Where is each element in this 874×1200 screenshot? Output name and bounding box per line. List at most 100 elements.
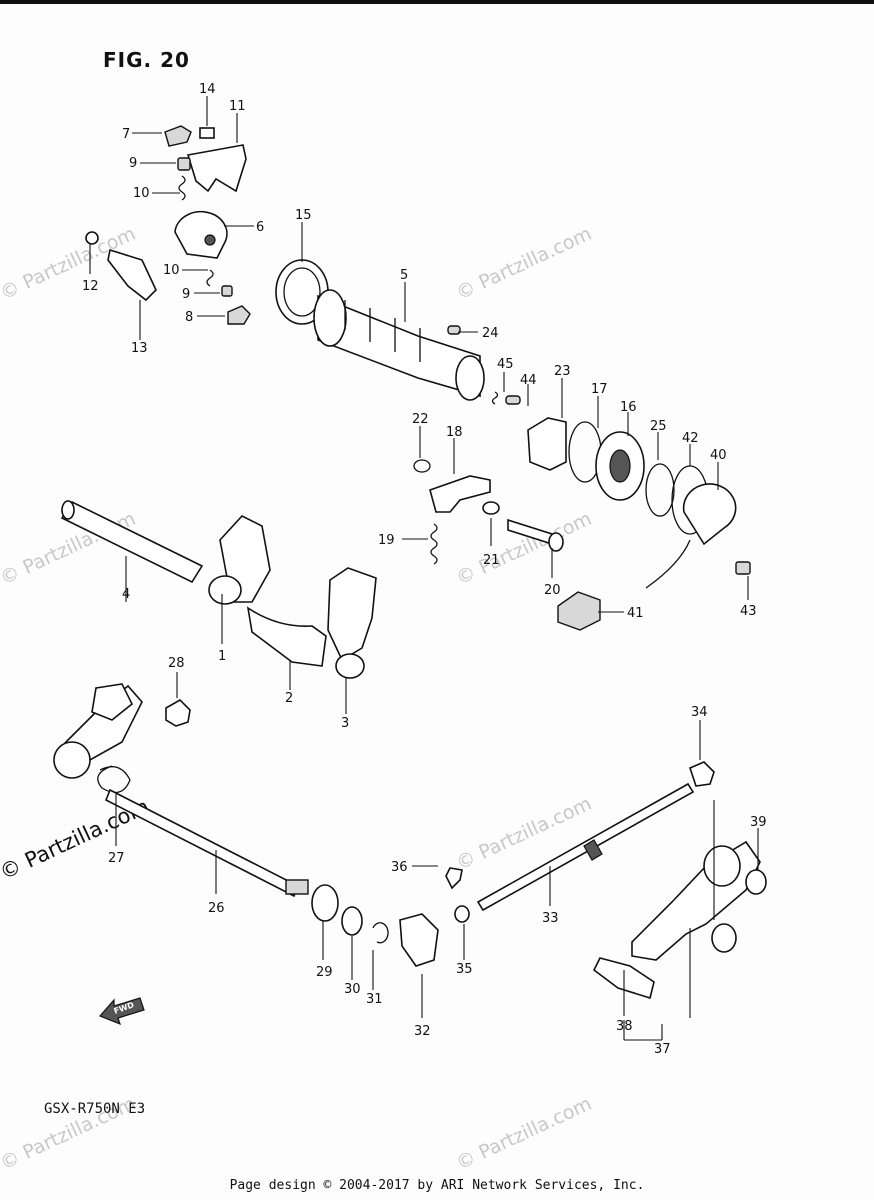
callout-24: 24 — [482, 326, 499, 341]
watermark: © Partzilla.com — [453, 223, 595, 305]
callout-5: 5 — [400, 268, 408, 283]
callout-14: 14 — [199, 82, 216, 97]
part-37-boss — [703, 845, 741, 887]
callout-3: 3 — [341, 716, 349, 731]
callout-17: 17 — [591, 382, 608, 397]
callout-41: 41 — [627, 606, 644, 621]
callout-33: 33 — [542, 911, 559, 926]
part-29-oil-seal — [311, 884, 339, 922]
callout-27: 27 — [108, 851, 125, 866]
callout-42: 42 — [682, 431, 699, 446]
part-13-plate — [107, 248, 157, 302]
part-28-stud — [165, 699, 191, 727]
callout-30: 30 — [344, 982, 361, 997]
watermark: © Partzilla.com — [453, 793, 595, 875]
part-37-mount — [711, 923, 737, 953]
part-2-fork — [246, 606, 327, 667]
part-33-break — [583, 839, 603, 861]
part-41-grommet — [557, 591, 601, 631]
part-16-bore — [609, 449, 631, 483]
part-1-boss — [208, 575, 242, 605]
callout-6: 6 — [256, 220, 264, 235]
part-21-washer — [482, 501, 500, 515]
part-24-pin — [447, 325, 461, 335]
leader-lines — [89, 96, 759, 1041]
bearing-stack — [491, 391, 751, 631]
callout-7: 7 — [122, 127, 130, 142]
part-39-washer — [745, 869, 767, 895]
part-15-inner — [283, 267, 321, 317]
part-9b-pin — [221, 285, 233, 297]
part-26-hub — [53, 741, 91, 779]
figure-title: FIG. 20 — [103, 48, 190, 72]
part-43-bolt — [735, 561, 751, 575]
callout-23: 23 — [554, 364, 571, 379]
callout-9: 9 — [182, 287, 190, 302]
callout-28: 28 — [168, 656, 185, 671]
callout-13: 13 — [131, 341, 148, 356]
callout-44: 44 — [520, 373, 537, 388]
stopper-group — [85, 125, 251, 325]
part-27-return-spring — [97, 765, 131, 794]
footer-copyright: Page design © 2004-2017 by ARI Network S… — [229, 1178, 645, 1193]
cam-stopper-cluster — [413, 459, 564, 565]
callout-37: 37 — [654, 1042, 671, 1057]
callout-4: 4 — [122, 587, 130, 602]
part-5-cam-end — [313, 289, 347, 347]
part-19-spring — [430, 523, 438, 565]
callout-10: 10 — [163, 263, 180, 278]
callout-labels: 7 14 11 9 10 6 12 10 9 8 13 15 5 24 45 4… — [82, 82, 767, 1057]
callout-2: 2 — [285, 691, 293, 706]
part-10-spring — [178, 175, 186, 201]
part-26-pawl — [91, 683, 134, 721]
callout-19: 19 — [378, 533, 395, 548]
part-14-screw — [199, 127, 215, 139]
part-5-shaft-end — [455, 355, 485, 401]
callout-25: 25 — [650, 419, 667, 434]
part-5-cam-body — [317, 294, 481, 398]
part-40-wire — [645, 539, 691, 589]
callout-18: 18 — [446, 425, 463, 440]
callout-10: 10 — [133, 186, 150, 201]
part-22-circlip — [413, 459, 431, 473]
part-34-nut — [689, 761, 715, 787]
callout-20: 20 — [544, 583, 561, 598]
forward-arrow: FWD — [98, 997, 145, 1026]
part-45-spring — [491, 391, 499, 405]
callout-29: 29 — [316, 965, 333, 980]
part-37-pedal — [631, 840, 761, 961]
callout-40: 40 — [710, 448, 727, 463]
part-44-pin — [505, 395, 521, 405]
part-20-head — [548, 532, 564, 552]
part-3-fork — [327, 567, 377, 662]
part-4-end — [61, 500, 75, 520]
callout-11: 11 — [229, 99, 246, 114]
part-30-washer — [341, 906, 363, 936]
part-31-circlip — [372, 922, 389, 944]
callout-8: 8 — [185, 310, 193, 325]
link-rod — [399, 761, 715, 967]
part-11-plate — [186, 144, 247, 193]
part-5-grooves — [344, 300, 421, 362]
callout-35: 35 — [456, 962, 473, 977]
callout-12: 12 — [82, 279, 99, 294]
part-18-arm — [429, 475, 491, 513]
part-6-cam-guide — [174, 210, 228, 259]
callout-16: 16 — [620, 400, 637, 415]
callout-32: 32 — [414, 1024, 431, 1039]
part-40-cover — [682, 483, 737, 546]
part-12-screw-head — [85, 231, 99, 245]
callout-26: 26 — [208, 901, 225, 916]
top-border — [0, 0, 874, 4]
part-7-pawl — [164, 125, 192, 147]
part-25-ring — [645, 463, 675, 517]
callout-1: 1 — [218, 649, 226, 664]
watermark: © Partzilla.com — [453, 1093, 595, 1175]
watermark: © Partzilla.com — [453, 508, 595, 590]
callout-45: 45 — [497, 357, 514, 372]
callout-34: 34 — [691, 705, 708, 720]
callout-22: 22 — [412, 412, 429, 427]
part-35-nut — [454, 905, 470, 923]
